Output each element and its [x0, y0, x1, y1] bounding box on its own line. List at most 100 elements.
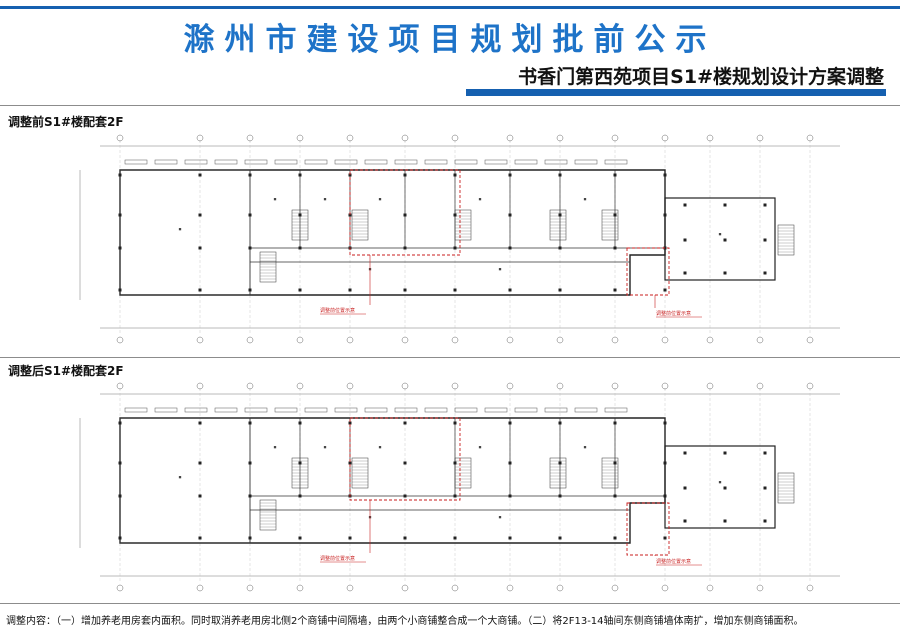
axis-bubble — [346, 382, 354, 390]
column — [453, 536, 457, 540]
axis-bubble — [116, 382, 124, 390]
axis-bubble — [556, 134, 564, 142]
room-tag: ■ — [584, 197, 587, 201]
axis-bubble — [296, 584, 304, 592]
column — [298, 288, 302, 292]
axis-bubble — [806, 336, 814, 344]
axis-bubble — [706, 336, 714, 344]
column — [198, 288, 202, 292]
axis-bubble — [196, 134, 204, 142]
column — [558, 494, 562, 498]
axis-bubble — [451, 134, 459, 142]
column — [118, 421, 122, 425]
axis-bubble — [556, 584, 564, 592]
room-tag: ■ — [179, 475, 182, 479]
axis-bubble — [506, 584, 514, 592]
column — [453, 246, 457, 250]
column — [663, 536, 667, 540]
axis-bubble — [706, 134, 714, 142]
column — [118, 461, 122, 465]
highlight-zone-east-shop — [626, 247, 670, 296]
window — [424, 407, 448, 413]
window — [124, 407, 148, 413]
column — [508, 494, 512, 498]
axis-bubble — [451, 584, 459, 592]
column — [683, 238, 687, 242]
window — [334, 159, 358, 165]
axis-bubble — [246, 336, 254, 344]
axis-bubble — [756, 584, 764, 592]
page-title: 滁州市建设项目规划批前公示 — [183, 22, 717, 58]
axis-bubble — [196, 336, 204, 344]
column — [723, 238, 727, 242]
axis-bubble — [401, 336, 409, 344]
column — [248, 494, 252, 498]
window — [514, 407, 538, 413]
column — [558, 246, 562, 250]
window — [304, 407, 328, 413]
room-tag: ■ — [499, 267, 502, 271]
highlight-zone-east-shop — [626, 502, 670, 556]
window — [604, 407, 628, 413]
window — [154, 407, 178, 413]
axis-bubble — [806, 584, 814, 592]
column — [558, 173, 562, 177]
column — [198, 461, 202, 465]
adjustment-note-right: 调整前位置示意 — [656, 310, 691, 317]
window — [124, 159, 148, 165]
axis-bubble — [611, 584, 619, 592]
room-tag: ■ — [179, 227, 182, 231]
column — [298, 461, 302, 465]
axis-bubble — [401, 382, 409, 390]
axis-bubble — [706, 584, 714, 592]
window — [154, 159, 178, 165]
column — [298, 173, 302, 177]
column — [508, 173, 512, 177]
east-wing-outline — [664, 445, 776, 529]
column — [508, 213, 512, 217]
column — [763, 486, 767, 490]
column — [118, 536, 122, 540]
section-label-before: 调整前S1#楼配套2F — [8, 115, 124, 129]
column — [558, 213, 562, 217]
column — [613, 213, 617, 217]
column — [558, 288, 562, 292]
column — [198, 536, 202, 540]
axis-bubble — [346, 584, 354, 592]
axis-bubble — [246, 382, 254, 390]
room-tag: ■ — [719, 232, 722, 236]
adjustment-note-left: 调整前位置示意 — [320, 307, 355, 314]
adjustment-note-left: 调整前位置示意 — [320, 555, 355, 562]
column — [403, 213, 407, 217]
column — [508, 288, 512, 292]
column — [763, 271, 767, 275]
subtitle-underline-bar — [466, 89, 886, 96]
window — [214, 159, 238, 165]
axis-bubble — [806, 134, 814, 142]
column — [298, 421, 302, 425]
room-tag: ■ — [379, 197, 382, 201]
window — [484, 407, 508, 413]
axis-bubble — [506, 134, 514, 142]
column — [298, 213, 302, 217]
column — [508, 421, 512, 425]
column — [403, 536, 407, 540]
axis-bubble — [246, 584, 254, 592]
window — [454, 407, 478, 413]
column — [763, 519, 767, 523]
column — [198, 421, 202, 425]
column — [613, 421, 617, 425]
column — [453, 494, 457, 498]
divider-middle — [0, 357, 900, 358]
column — [663, 461, 667, 465]
column — [723, 519, 727, 523]
column — [663, 494, 667, 498]
column — [763, 238, 767, 242]
column — [298, 246, 302, 250]
column — [248, 246, 252, 250]
column — [248, 288, 252, 292]
column — [453, 213, 457, 217]
window — [574, 159, 598, 165]
axis-bubble — [756, 134, 764, 142]
